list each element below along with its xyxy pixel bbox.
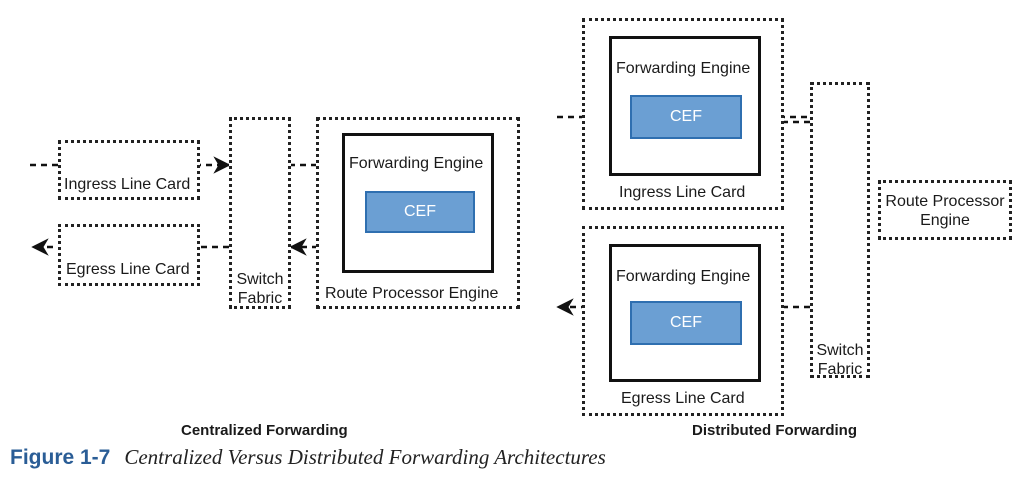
- figure-caption: Figure 1-7 Centralized Versus Distributed…: [10, 445, 606, 470]
- centralized-ingress-line-card-label: Ingress Line Card: [64, 176, 191, 193]
- centralized-forwarding-caption: Centralized Forwarding: [181, 422, 348, 439]
- centralized-ingress-line-card: Ingress Line Card: [58, 140, 200, 200]
- figure-number: Figure 1-7: [10, 446, 111, 469]
- distributed-egress-cef-block: CEF: [630, 301, 742, 345]
- distributed-switch-fabric: Switch Fabric: [810, 82, 870, 378]
- centralized-forwarding-engine-label: Forwarding Engine: [349, 155, 484, 172]
- distributed-switch-fabric-label: Switch Fabric: [816, 342, 864, 378]
- centralized-route-processor-engine: Forwarding Engine CEF Route Processor En…: [316, 117, 520, 309]
- distributed-route-processor-engine-label: Route Processor Engine: [885, 193, 1005, 229]
- distributed-egress-line-card-label: Egress Line Card: [621, 390, 745, 407]
- distributed-egress-forwarding-engine-label: Forwarding Engine: [616, 268, 751, 285]
- centralized-route-processor-engine-label: Route Processor Engine: [325, 285, 499, 302]
- figure-title: Centralized Versus Distributed Forwardin…: [124, 445, 606, 469]
- centralized-switch-fabric: Switch Fabric: [229, 117, 291, 309]
- distributed-route-processor-engine: Route Processor Engine: [878, 180, 1012, 240]
- distributed-ingress-line-card-label: Ingress Line Card: [619, 184, 746, 201]
- distributed-egress-forwarding-engine: Forwarding Engine CEF: [609, 244, 761, 382]
- distributed-ingress-cef-block: CEF: [630, 95, 742, 139]
- centralized-egress-line-card: Egress Line Card: [58, 224, 200, 286]
- distributed-forwarding-caption: Distributed Forwarding: [692, 422, 857, 439]
- centralized-switch-fabric-label: Switch Fabric: [236, 271, 284, 307]
- distributed-ingress-forwarding-engine: Forwarding Engine CEF: [609, 36, 761, 176]
- distributed-egress-line-card: Forwarding Engine CEF Egress Line Card: [582, 226, 784, 416]
- centralized-forwarding-engine: Forwarding Engine CEF: [342, 133, 494, 273]
- centralized-egress-line-card-label: Egress Line Card: [66, 261, 190, 278]
- centralized-cef-block: CEF: [365, 191, 475, 233]
- distributed-ingress-line-card: Forwarding Engine CEF Ingress Line Card: [582, 18, 784, 210]
- distributed-ingress-forwarding-engine-label: Forwarding Engine: [616, 60, 751, 77]
